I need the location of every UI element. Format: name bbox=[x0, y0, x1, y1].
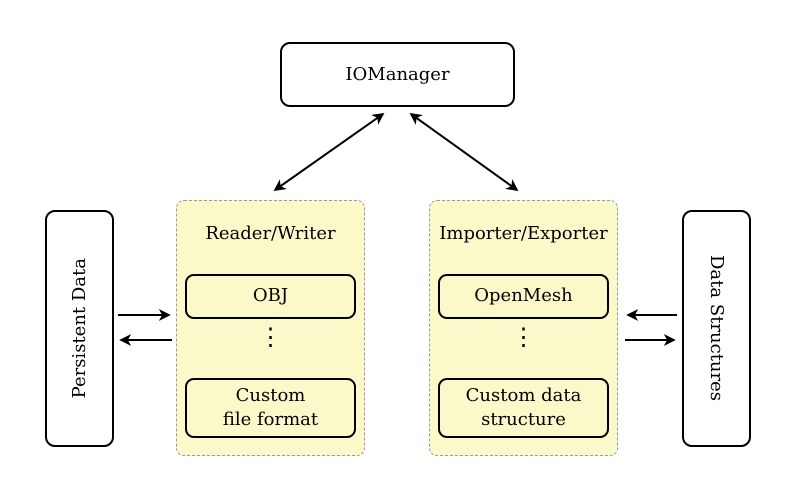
persistent-data-label: Persistent Data bbox=[69, 258, 90, 399]
importer-exporter-group: Importer/Exporter OpenMesh ⋮ Custom data… bbox=[429, 200, 618, 456]
data-structures-label: Data Structures bbox=[706, 255, 727, 402]
reader-writer-title: Reader/Writer bbox=[205, 223, 336, 244]
importer-exporter-ellipsis: ⋮ bbox=[511, 323, 536, 351]
openmesh-label: OpenMesh bbox=[474, 285, 573, 307]
persistent-data-node: Persistent Data bbox=[45, 210, 114, 447]
obj-label: OBJ bbox=[252, 285, 289, 307]
iomanager-node: IOManager bbox=[280, 42, 515, 107]
custom-data-structure-node: Custom data structure bbox=[438, 378, 609, 438]
custom-file-format-node: Custom file format bbox=[185, 378, 356, 438]
openmesh-node: OpenMesh bbox=[438, 274, 609, 319]
reader-writer-ellipsis: ⋮ bbox=[258, 323, 283, 351]
obj-node: OBJ bbox=[185, 274, 356, 319]
custom-file-format-label: Custom file format bbox=[222, 384, 319, 430]
data-structures-node: Data Structures bbox=[682, 210, 751, 447]
arrow-iomanager-importerexporter bbox=[409, 112, 519, 192]
custom-data-structure-label: Custom data structure bbox=[465, 384, 582, 430]
importer-exporter-title: Importer/Exporter bbox=[439, 223, 608, 244]
reader-writer-group: Reader/Writer OBJ ⋮ Custom file format bbox=[176, 200, 365, 456]
iomanager-label: IOManager bbox=[345, 64, 450, 85]
arrow-iomanager-readerwriter bbox=[273, 112, 385, 192]
